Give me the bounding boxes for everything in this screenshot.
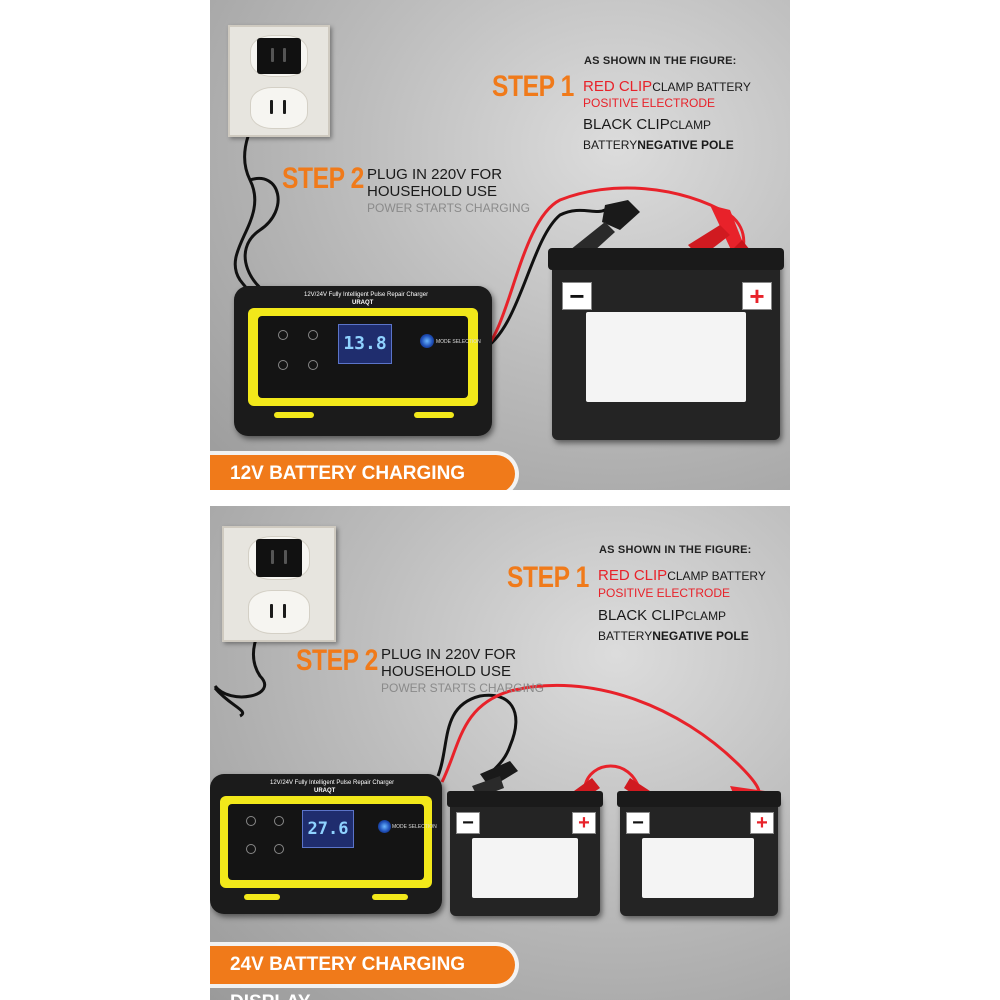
plug-in-line1: PLUG IN 220V FOR	[381, 646, 517, 663]
negative-pole-text: NEGATIVE POLE	[637, 138, 734, 152]
power-plug-icon	[257, 38, 301, 74]
step2-label: STEP 2	[296, 644, 378, 677]
charger-face: 13.8 MODE SELECTION	[248, 308, 481, 406]
charger-brand: URAQT	[352, 300, 374, 306]
charger-face: 27.6 MODE SELECTION	[220, 796, 437, 888]
plug-in-line2: HOUSEHOLD USE	[367, 183, 498, 200]
battery-text: BATTERY	[583, 138, 638, 152]
charger-brand: URAQT	[314, 788, 336, 794]
power-starts: POWER STARTS CHARGING	[367, 201, 530, 215]
step2-label: STEP 2	[282, 162, 364, 195]
mode-selection-button[interactable]	[420, 334, 434, 348]
banner-24v: 24V BATTERY CHARGING DISPLAY	[210, 946, 515, 1000]
wall-outlet-icon	[222, 526, 336, 642]
battery-icon: − +	[447, 791, 603, 916]
black-clip-line: BLACK CLIPCLAMP	[583, 116, 711, 134]
positive-electrode: POSITIVE ELECTRODE	[583, 96, 716, 110]
positive-electrode: POSITIVE ELECTRODE	[598, 586, 731, 600]
banner-12v: 12V BATTERY CHARGING DISPLAY	[210, 455, 515, 490]
positive-terminal-sign: +	[572, 812, 596, 834]
charger-device: 12V/24V Fully Intelligent Pulse Repair C…	[210, 774, 442, 914]
clamp-battery-text: CLAMP BATTERY	[652, 80, 751, 94]
shown-in-figure: AS SHOWN IN THE FIGURE:	[599, 544, 752, 556]
mode-selection-label: MODE SELECTION	[436, 339, 481, 345]
charger-device: 12V/24V Fully Intelligent Pulse Repair C…	[234, 286, 492, 436]
mode-selection-label: MODE SELECTION	[392, 824, 437, 830]
black-clip-line: BLACK CLIPCLAMP	[598, 607, 726, 625]
clamp-text: CLAMP	[684, 609, 727, 623]
red-clip-line: RED CLIPCLAMP BATTERY	[598, 567, 766, 585]
battery-label	[642, 838, 754, 898]
plug-in-line2: HOUSEHOLD USE	[381, 663, 512, 680]
plug-in-line1: PLUG IN 220V FOR	[367, 166, 503, 183]
battery-label	[586, 312, 746, 402]
lcd-display: 27.6	[302, 810, 354, 848]
clamp-battery-text: CLAMP BATTERY	[667, 569, 766, 583]
clamp-text: CLAMP	[669, 118, 712, 132]
red-clip-line: RED CLIPCLAMP BATTERY	[583, 78, 751, 96]
charger-title: 12V/24V Fully Intelligent Pulse Repair C…	[304, 292, 429, 298]
red-clip-text: RED CLIP	[598, 567, 668, 584]
socket-lower	[248, 590, 310, 634]
positive-terminal-sign: +	[750, 812, 774, 834]
positive-terminal-sign: +	[742, 282, 772, 310]
shown-in-figure: AS SHOWN IN THE FIGURE:	[584, 55, 737, 67]
battery-icon: − +	[617, 791, 781, 916]
negative-terminal-sign: −	[456, 812, 480, 834]
wall-outlet-icon	[228, 25, 330, 137]
panel-divider	[210, 492, 790, 504]
negative-pole-line: BATTERYNEGATIVE POLE	[598, 627, 749, 645]
power-starts: POWER STARTS CHARGING	[381, 681, 544, 695]
black-clip-text: BLACK CLIP	[583, 116, 670, 133]
battery-icon: − +	[548, 248, 784, 440]
charger-title: 12V/24V Fully Intelligent Pulse Repair C…	[270, 780, 395, 786]
panel-12v: AS SHOWN IN THE FIGURE: STEP 1 RED CLIPC…	[210, 0, 790, 490]
red-clip-text: RED CLIP	[583, 78, 653, 95]
battery-label	[472, 838, 578, 898]
negative-terminal-sign: −	[562, 282, 592, 310]
step1-label: STEP 1	[492, 70, 574, 103]
negative-pole-line: BATTERYNEGATIVE POLE	[583, 136, 734, 154]
negative-terminal-sign: −	[626, 812, 650, 834]
socket-upper	[248, 536, 310, 580]
mode-selection-button[interactable]	[378, 820, 391, 833]
step1-label: STEP 1	[507, 561, 589, 594]
negative-pole-text: NEGATIVE POLE	[652, 629, 749, 643]
battery-text: BATTERY	[598, 629, 653, 643]
socket-upper	[250, 35, 308, 77]
socket-lower	[250, 87, 308, 129]
lcd-display: 13.8	[338, 324, 392, 364]
power-plug-icon	[256, 539, 302, 577]
panel-24v: AS SHOWN IN THE FIGURE: STEP 1 RED CLIPC…	[210, 506, 790, 1000]
black-clip-text: BLACK CLIP	[598, 607, 685, 624]
